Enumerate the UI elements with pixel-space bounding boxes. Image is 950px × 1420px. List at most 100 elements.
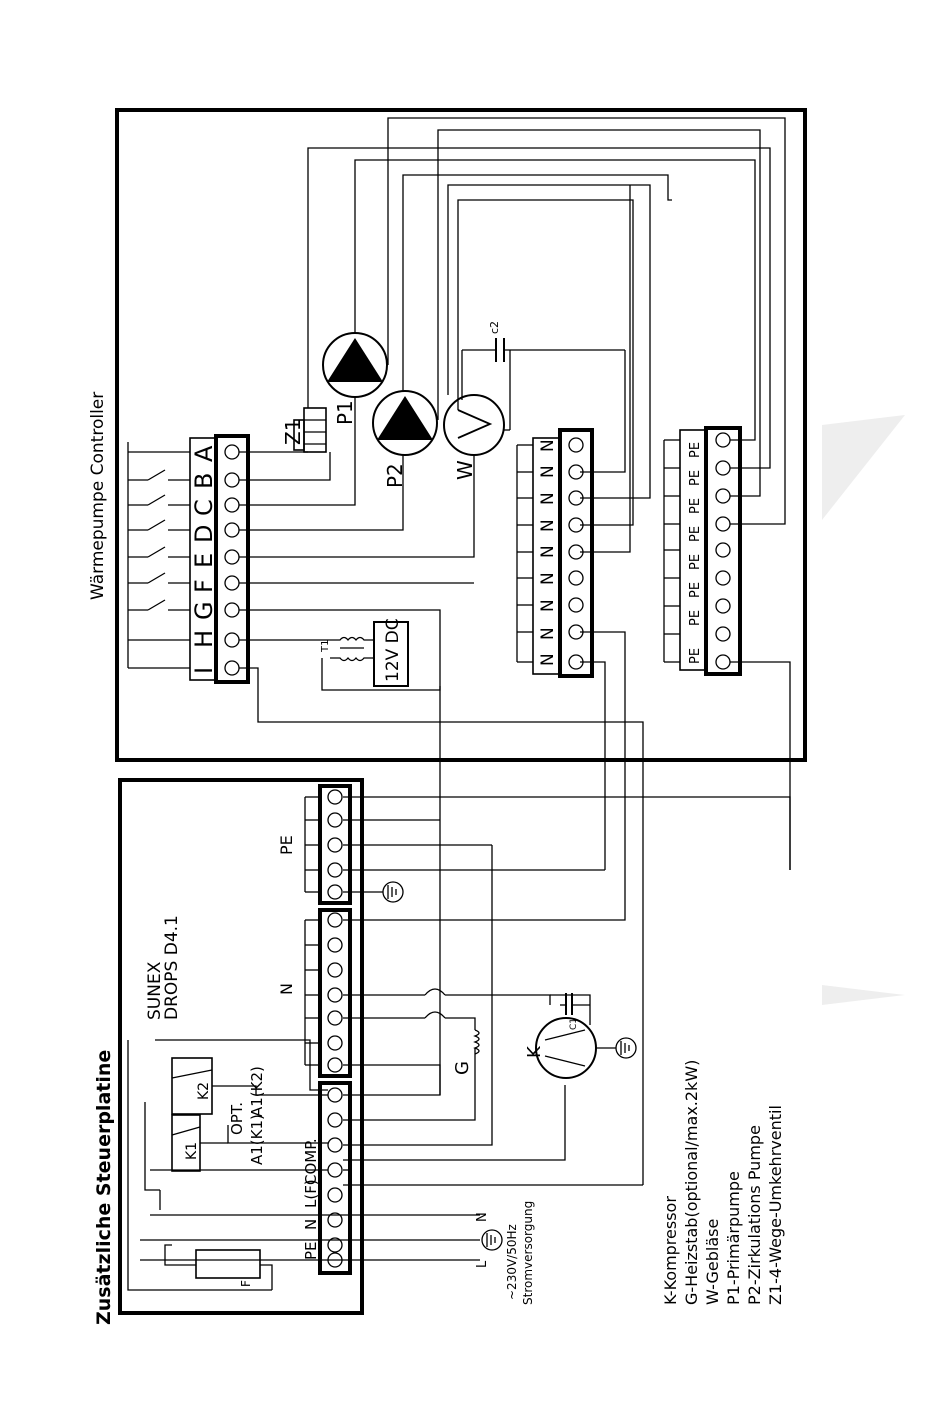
pe-label: PE [688, 582, 703, 598]
n-label: N [538, 599, 558, 612]
terminal-label: D [190, 525, 218, 543]
legend: K-Kompressor G-Heizstab(optional/max.2kW… [661, 1060, 785, 1305]
n-labels: N N N N N N N N N [538, 439, 558, 666]
margin-mark [822, 415, 905, 520]
board-row-labels: PE N L(F) COMP. A1(K1) OPT. A1(K2) [228, 1066, 320, 1260]
w-fan-motor-symbol [443, 394, 505, 456]
legend-item: P2-Zirkulations Pumpe [745, 1125, 764, 1305]
supply-text-label: Stromversorgung [521, 1201, 535, 1305]
row-label: A1(K1) [248, 1114, 266, 1165]
board-pe-label: PE [277, 835, 296, 855]
c2-capacitor-symbol [461, 338, 625, 431]
t1-label: T1 [320, 640, 331, 653]
board-main-block [318, 1081, 352, 1275]
pe-label-strip [679, 429, 707, 671]
c1-label: C1 [569, 1018, 579, 1030]
terminal-label: C [190, 499, 218, 516]
pe-label: PE [688, 526, 703, 542]
supply-n-label: N [475, 1212, 490, 1222]
fuse-symbol [195, 1249, 261, 1279]
k1-label: K1 [184, 1142, 200, 1160]
n-label: N [538, 572, 558, 585]
board-n-block [318, 908, 352, 1078]
board-pe-terminals [327, 789, 343, 900]
n-label: N [538, 653, 558, 666]
row-label: PE [302, 1241, 320, 1260]
terminal-label: I [190, 667, 218, 674]
legend-item: P1-Primärpumpe [724, 1171, 743, 1305]
pe-label: PE [688, 554, 703, 570]
ground-icon [596, 1037, 637, 1059]
t1-transformer-symbol [330, 636, 372, 662]
row-label: L(F) [302, 1179, 320, 1208]
board-wiring [127, 790, 791, 1291]
p2-pump-symbol [372, 390, 438, 456]
z1-valve-symbol [293, 407, 327, 453]
pe-left-bus [663, 439, 680, 663]
fuse-label: F [239, 1280, 253, 1287]
pe-label: PE [688, 648, 703, 664]
w-label: W [453, 460, 477, 480]
board-model-line2: DROPS D4.1 [162, 915, 182, 1020]
row-label: COMP. [302, 1138, 320, 1185]
legend-item: K-Kompressor [661, 1196, 680, 1305]
board-title: Zusätzliche Steuerplatine [93, 1050, 115, 1325]
pe-labels: PE PE PE PE PE PE PE PE [688, 442, 703, 664]
supply-voltage-label: ~230V/50Hz [505, 1224, 519, 1300]
c1-capacitor-symbol [560, 993, 590, 1015]
g-label: G [452, 1061, 473, 1075]
n-label: N [538, 627, 558, 640]
pe-terminal-block [704, 426, 742, 676]
controller-terminal-block [214, 434, 250, 684]
board-model-line1: SUNEX [145, 961, 165, 1020]
supply-l-label: L [475, 1260, 490, 1268]
controller-terminal-labels: A B C D E F G H I [190, 445, 218, 674]
g-heater-symbol [473, 1029, 480, 1055]
pe-label: PE [688, 498, 703, 514]
n-label: N [538, 545, 558, 558]
c2-label: c2 [488, 321, 501, 334]
row-label: A1(K2) [248, 1066, 266, 1117]
terminal-label: E [190, 553, 218, 568]
k-compressor-symbol [535, 1017, 597, 1079]
controller-terminals [224, 444, 240, 676]
ground-icon [481, 1229, 503, 1251]
legend-item: W-Gebläse [703, 1219, 722, 1305]
board-pe-bus [304, 796, 320, 893]
row-label: OPT. [228, 1102, 246, 1135]
pe-label: PE [688, 442, 703, 458]
pe-label: PE [688, 470, 703, 486]
legend-item: Z1-4-Wege-Umkehrventil [766, 1105, 785, 1305]
ground-icon [382, 881, 404, 903]
margin-mark [822, 985, 905, 1005]
pe-terminals [715, 432, 731, 670]
terminal-label: A [190, 445, 218, 462]
terminal-label: F [190, 579, 218, 593]
board-n-label: N [277, 983, 296, 995]
controller-title: Wärmepumpe Controller [88, 392, 108, 600]
controller-box [115, 108, 807, 762]
n-label: N [538, 492, 558, 505]
board-n-bus [304, 919, 320, 1066]
pe-label: PE [688, 610, 703, 626]
switch-contacts [127, 442, 190, 669]
z1-label: Z1 [281, 419, 305, 445]
row-label: N [302, 1219, 320, 1230]
dc-supply-box [373, 621, 409, 687]
n-label: N [538, 519, 558, 532]
terminal-label: B [190, 473, 218, 489]
n-label: N [538, 465, 558, 478]
p1-pump-symbol [322, 332, 388, 398]
n-terminal-block [558, 428, 594, 678]
p1-label: P1 [333, 400, 357, 425]
board-n-terminals [327, 912, 343, 1073]
n-left-bus [516, 444, 533, 663]
n-label: N [538, 439, 558, 452]
board-box [118, 778, 364, 1315]
k2-label: K2 [196, 1082, 212, 1100]
legend-item: G-Heizstab(optional/max.2kW) [682, 1060, 701, 1305]
terminal-label: H [190, 630, 218, 648]
dc-supply-label: 12V DC [383, 618, 403, 682]
k-label: K [524, 1045, 545, 1058]
